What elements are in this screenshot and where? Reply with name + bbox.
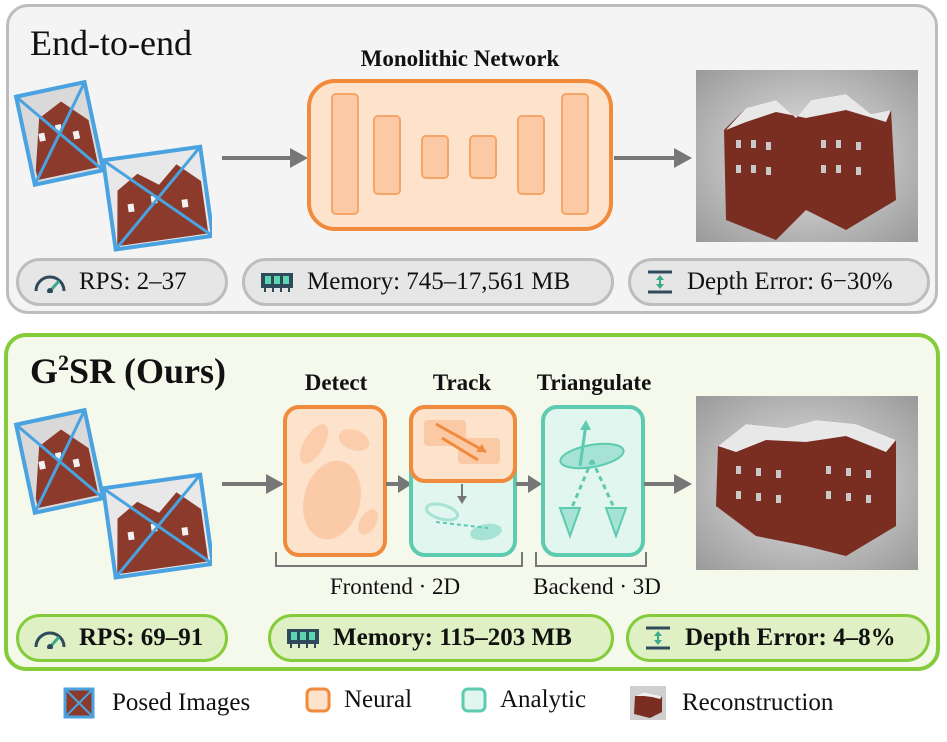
monolithic-network-label: Monolithic Network: [360, 46, 560, 71]
frontend-2d-label: Frontend · 2D: [329, 574, 461, 599]
speedometer-icon: [33, 627, 67, 649]
depth-error-icon: [643, 625, 673, 651]
neural-swatch-icon: [304, 686, 332, 714]
triangulate-block: [541, 405, 645, 557]
triangulate-label: Triangulate: [536, 370, 652, 395]
posed-images-top: [12, 76, 212, 256]
legend-posed-images: Posed Images: [62, 686, 250, 720]
depth-error-value-bottom: Depth Error: 4–8%: [685, 624, 896, 651]
posed-images-bottom: [12, 404, 212, 584]
backend-3d-label: Backend · 3D: [533, 574, 661, 599]
depth-error-icon: [645, 269, 675, 295]
arrow-to-triangulate: [516, 475, 542, 493]
detect-block: [283, 405, 387, 557]
g2sr-title: G2SR (Ours): [30, 350, 227, 391]
track-label: Track: [432, 370, 492, 395]
arrow-to-track: [386, 475, 412, 493]
memory-metric-bottom: Memory: 115–203 MB: [268, 614, 614, 662]
arrow-to-reconstruction: [614, 148, 692, 168]
memory-value-top: Memory: 745–17,561 MB: [307, 268, 571, 295]
depth-error-value-top: Depth Error: 6−30%: [687, 268, 893, 295]
reconstruction-top: [696, 70, 918, 242]
end-to-end-title: End-to-end: [30, 23, 192, 63]
memory-value-bottom: Memory: 115–203 MB: [333, 624, 572, 651]
depth-error-metric-top: Depth Error: 6−30%: [628, 258, 930, 306]
track-block: [409, 405, 517, 557]
arrow-to-detect: [222, 474, 284, 494]
legend-neural: Neural: [304, 686, 412, 714]
depth-error-metric-bottom: Depth Error: 4–8%: [626, 614, 930, 662]
memory-metric-top: Memory: 745–17,561 MB: [242, 258, 614, 306]
arrow-to-reconstruction-bottom: [644, 474, 692, 494]
memory-chip-icon: [285, 626, 321, 650]
speedometer-icon: [33, 271, 67, 293]
stage-brackets: [275, 552, 647, 567]
monolithic-network-block: [307, 79, 613, 231]
posed-image-2: [100, 144, 212, 252]
memory-chip-icon: [259, 270, 295, 294]
reconstruction-bottom: [696, 396, 918, 570]
reconstruction-icon: [630, 686, 666, 720]
posed-image-icon: [62, 686, 96, 720]
rps-metric-bottom: RPS: 69–91: [16, 614, 228, 662]
arrow-to-network: [222, 148, 308, 168]
detect-label: Detect: [304, 370, 368, 395]
posed-image-1: [13, 79, 106, 188]
rps-value-bottom: RPS: 69–91: [79, 624, 204, 651]
rps-metric-top: RPS: 2–37: [16, 258, 228, 306]
legend-reconstruction: Reconstruction: [630, 686, 833, 720]
legend-analytic: Analytic: [460, 686, 586, 714]
rps-value-top: RPS: 2–37: [79, 268, 187, 295]
analytic-swatch-icon: [460, 686, 488, 714]
